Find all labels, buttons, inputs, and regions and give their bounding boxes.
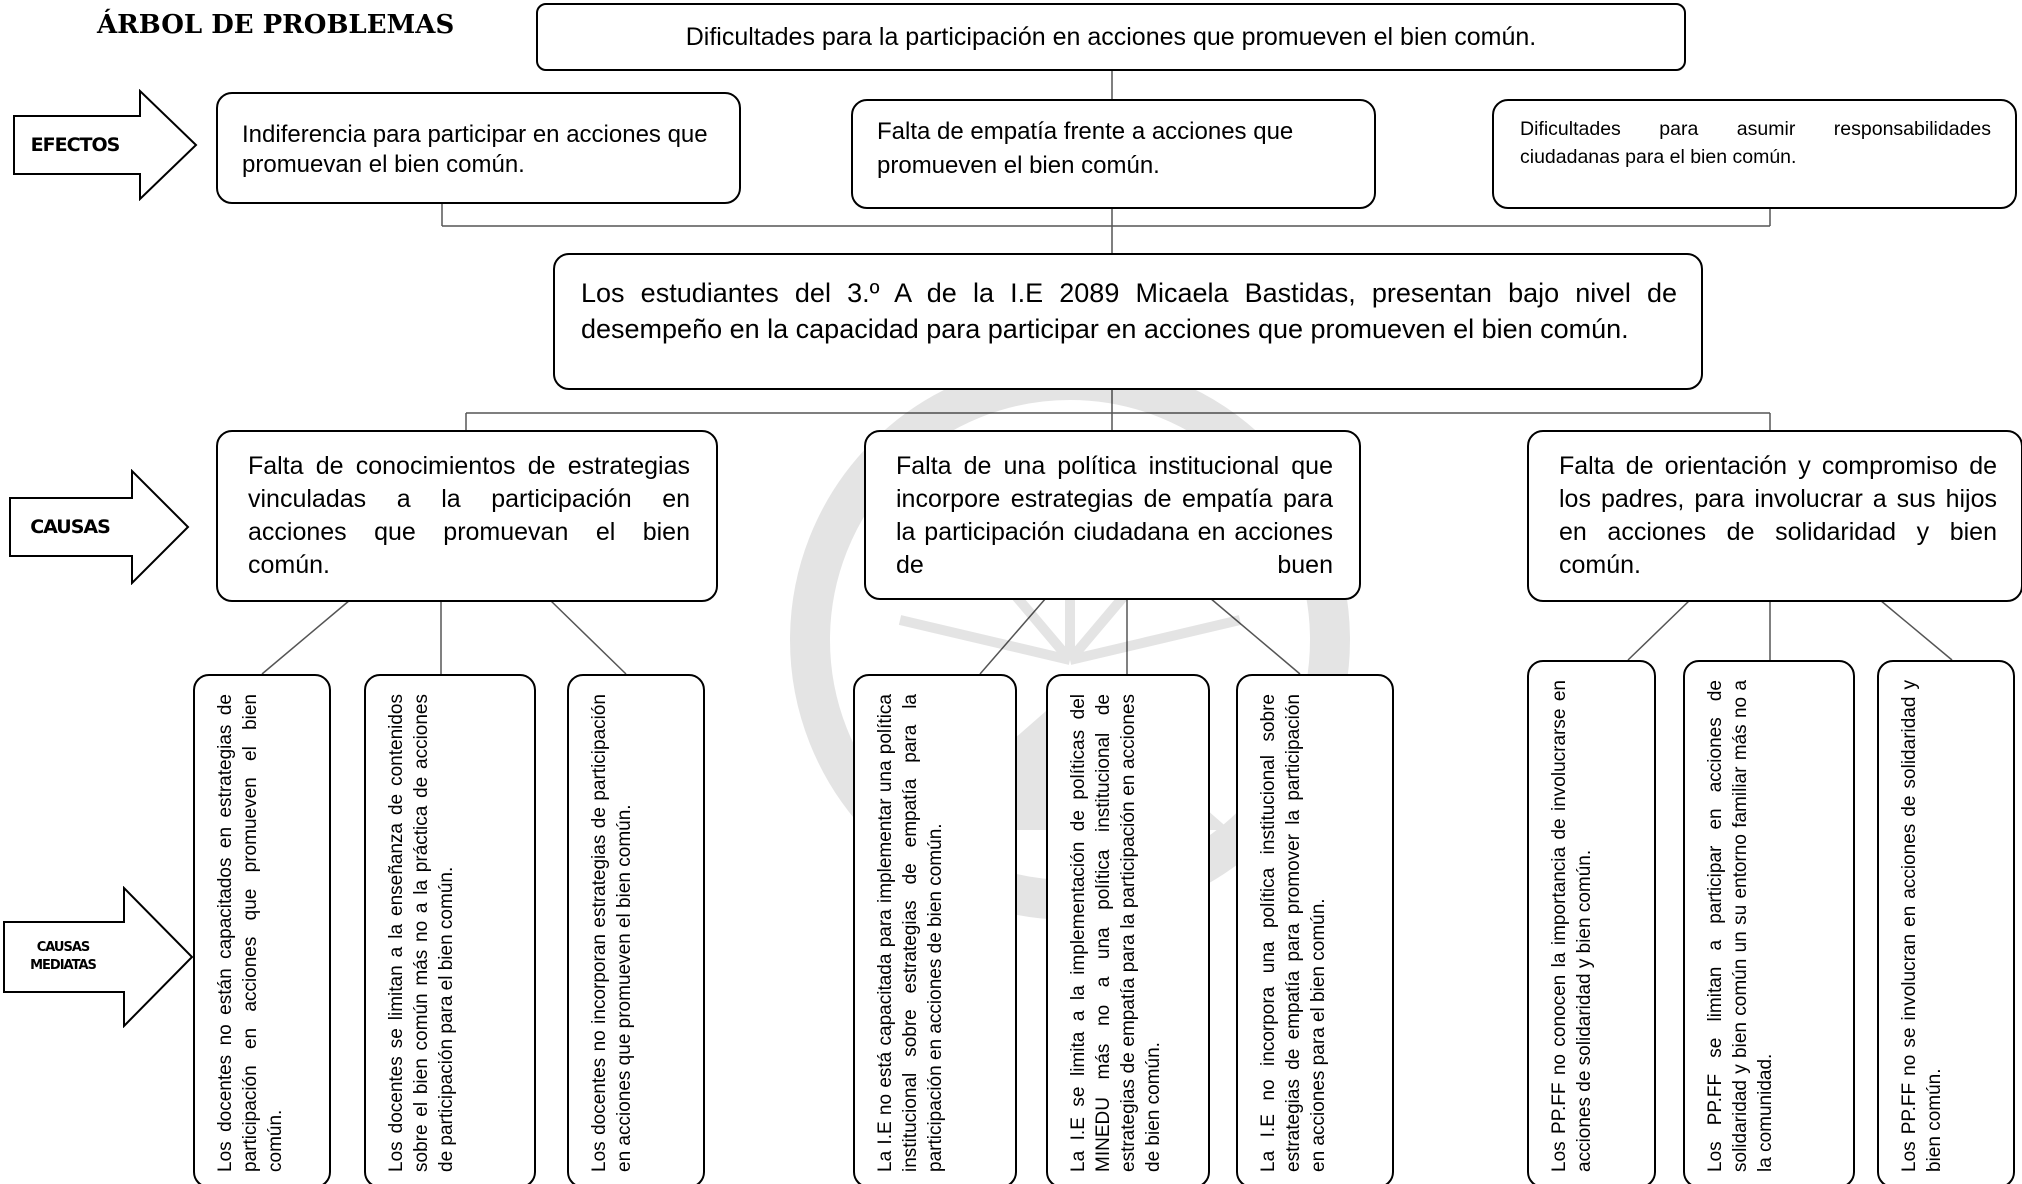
- causas-label: CAUSAS: [30, 516, 111, 538]
- causas-mediatas-arrow: CAUSAS MEDIATAS: [2, 886, 194, 1028]
- mediate-cause-box-1: Los docentes no están capacitados en est…: [193, 674, 331, 1184]
- right-arrow-icon: [13, 89, 198, 201]
- mediate-cause-text-6: La I.E no incorpora una política institu…: [1258, 694, 1329, 1172]
- mediate-cause-box-6: La I.E no incorpora una política institu…: [1236, 674, 1394, 1184]
- central-problem-box: Los estudiantes del 3.º A de la I.E 2089…: [553, 253, 1703, 390]
- mediate-cause-box-9: Los PP.FF no se involucran en acciones d…: [1877, 660, 2015, 1184]
- mediate-cause-text-1: Los docentes no están capacitados en est…: [215, 694, 286, 1172]
- cause-box-2: Falta de una política institucional que …: [864, 430, 1361, 600]
- effect-text-1: Indiferencia para participar en acciones…: [242, 121, 708, 178]
- mediate-cause-text-9: Los PP.FF no se involucran en acciones d…: [1899, 680, 1945, 1172]
- efectos-arrow: EFECTOS: [12, 89, 198, 201]
- effect-box-3: Dificultades para asumir responsabilidad…: [1492, 99, 2017, 209]
- mediate-cause-box-7: Los PP.FF no conocen la importancia de i…: [1527, 660, 1656, 1184]
- mediate-cause-text-8: Los PP.FF se limitan a participar en acc…: [1705, 680, 1776, 1172]
- mediate-cause-box-5: La I.E se limita a la implementación de …: [1046, 674, 1210, 1184]
- right-arrow-icon: [9, 469, 190, 585]
- central-problem-text: Los estudiantes del 3.º A de la I.E 2089…: [581, 278, 1677, 344]
- cause-text-1: Falta de conocimientos de estrategias vi…: [248, 452, 690, 579]
- mediate-cause-text-4: La I.E no está capacitada para implement…: [875, 694, 946, 1172]
- mediate-cause-box-3: Los docentes no incorporan estrategias d…: [567, 674, 705, 1184]
- right-arrow-icon: [3, 886, 194, 1028]
- mediate-cause-box-2: Los docentes se limitan a la enseñanza d…: [364, 674, 536, 1184]
- mediate-cause-box-8: Los PP.FF se limitan a participar en acc…: [1683, 660, 1855, 1184]
- effect-top-text: Dificultades para la participación en ac…: [685, 22, 1537, 51]
- mediate-cause-text-3: Los docentes no incorporan estrategias d…: [589, 694, 635, 1172]
- mediate-cause-box-4: La I.E no está capacitada para implement…: [853, 674, 1017, 1184]
- cause-box-3: Falta de orientación y compromiso de los…: [1527, 430, 2022, 602]
- cause-box-1: Falta de conocimientos de estrategias vi…: [216, 430, 718, 602]
- causas-arrow: CAUSAS: [8, 469, 190, 585]
- effect-top-box: Dificultades para la participación en ac…: [536, 3, 1686, 71]
- mediate-cause-text-2: Los docentes se limitan a la enseñanza d…: [386, 694, 457, 1172]
- cause-text-3: Falta de orientación y compromiso de los…: [1559, 452, 1997, 579]
- effect-text-3: Dificultades para asumir responsabilidad…: [1520, 118, 1991, 168]
- effect-box-1: Indiferencia para participar en acciones…: [216, 92, 741, 204]
- mediate-cause-text-7: Los PP.FF no conocen la importancia de i…: [1549, 680, 1595, 1172]
- effect-box-2: Falta de empatía frente a acciones que p…: [851, 99, 1376, 209]
- effect-text-2: Falta de empatía frente a acciones que p…: [877, 118, 1294, 179]
- causas-mediatas-label: CAUSAS MEDIATAS: [30, 940, 97, 973]
- diagram-title: ÁRBOL DE PROBLEMAS: [97, 10, 455, 40]
- efectos-label: EFECTOS: [30, 134, 121, 156]
- mediate-cause-text-5: La I.E se limita a la implementación de …: [1068, 694, 1164, 1172]
- cause-text-2: Falta de una política institucional que …: [896, 452, 1333, 579]
